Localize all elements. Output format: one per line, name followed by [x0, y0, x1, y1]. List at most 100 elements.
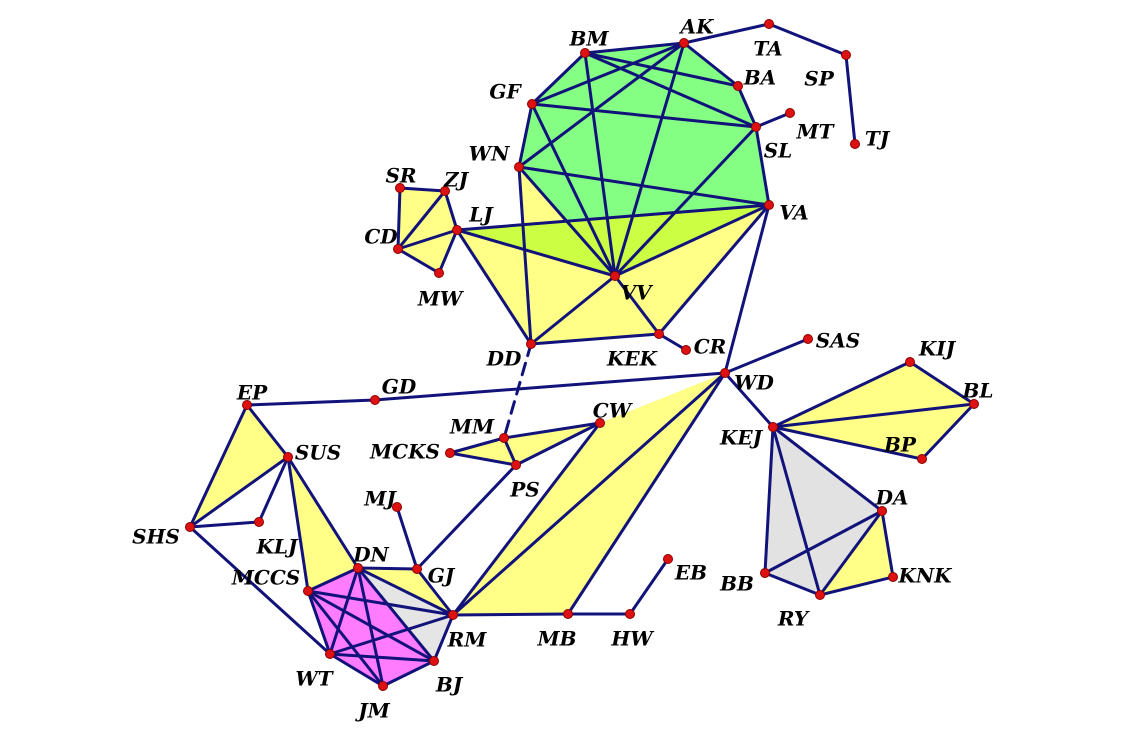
- edge-rm-bj: [432, 613, 455, 663]
- node-sus: [283, 452, 293, 462]
- edge-gf-vv: [530, 102, 617, 278]
- edge-cd-mw: [396, 247, 441, 275]
- node-cd: [393, 244, 403, 254]
- edge-ep-sus: [245, 403, 290, 459]
- node-jm: [378, 681, 388, 691]
- edge-va-wd: [723, 203, 771, 375]
- node-cr: [681, 345, 691, 355]
- node-label-sr: SR: [385, 164, 416, 188]
- edge-shs-klj: [188, 520, 261, 529]
- edge-dn-gj: [356, 566, 419, 571]
- node-label-bj: BJ: [435, 673, 464, 697]
- edge-wd-mb: [566, 371, 727, 616]
- node-label-kek: KEK: [606, 347, 659, 371]
- node-label-sl: SL: [764, 139, 793, 163]
- face-gray-8: [765, 427, 882, 595]
- edge-kek-dd: [529, 332, 661, 346]
- face-yellow-2: [457, 230, 615, 344]
- edge-lj-vv: [455, 228, 617, 278]
- node-label-bp: BP: [883, 433, 917, 457]
- node-label-da: DA: [875, 486, 909, 510]
- edge-hw-eb: [628, 557, 670, 616]
- node-label-dn: DN: [352, 543, 389, 567]
- edge-gj-rm: [415, 567, 455, 617]
- node-eb: [663, 554, 673, 564]
- node-label-vv: VV: [620, 281, 654, 305]
- edge-mccs-jm: [306, 589, 385, 688]
- node-ry: [815, 590, 825, 600]
- node-label-cw: CW: [593, 399, 634, 423]
- node-label-va: VA: [779, 201, 808, 225]
- node-label-cr: CR: [694, 335, 727, 359]
- node-zj: [440, 186, 450, 196]
- node-klj: [254, 517, 264, 527]
- edge-sl-vv: [613, 125, 758, 278]
- edge-kij-bl: [908, 360, 976, 406]
- face-lime-3: [457, 205, 769, 276]
- edge-sus-mccs: [286, 455, 310, 593]
- node-label-sp: SP: [804, 67, 834, 91]
- node-label-ak: AK: [679, 15, 716, 39]
- edge-cd-lj: [396, 228, 459, 251]
- node-ak: [679, 38, 689, 48]
- node-label-jm: JM: [354, 699, 390, 723]
- node-label-bl: BL: [962, 379, 994, 403]
- node-mw: [434, 268, 444, 278]
- face-yellow-4: [531, 205, 769, 344]
- node-label-dd: DD: [486, 347, 522, 371]
- edge-sl-mt: [754, 111, 792, 129]
- node-label-wt: WT: [295, 667, 334, 691]
- edge-vv-dd: [529, 274, 617, 346]
- edge-ak-ba: [682, 41, 740, 88]
- node-bb: [760, 568, 770, 578]
- node-kek: [654, 329, 664, 339]
- edge-ep-shs: [188, 403, 249, 529]
- node-sr: [395, 183, 405, 193]
- edge-ak-ta: [682, 22, 771, 45]
- edge-gf-sl: [530, 102, 758, 129]
- edge-sr-zj: [398, 186, 447, 193]
- edge-zj-lj: [443, 189, 459, 232]
- node-label-ry: RY: [777, 607, 810, 631]
- node-knk: [888, 572, 898, 582]
- node-gj: [412, 564, 422, 574]
- edge-dd-mm: [502, 342, 533, 440]
- edge-cw-ps: [514, 421, 602, 467]
- edge-sp-tj: [844, 53, 857, 146]
- node-dn: [353, 563, 363, 573]
- nodes-layer: [185, 19, 979, 691]
- node-label-gd: GD: [382, 375, 417, 399]
- face-yellow-15: [288, 457, 358, 591]
- node-label-sas: SAS: [816, 329, 860, 353]
- edge-dn-bj: [356, 566, 436, 663]
- node-label-bb: BB: [719, 572, 754, 596]
- edge-kej-bb: [763, 425, 775, 575]
- node-label-kij: KIJ: [918, 337, 957, 361]
- node-rm: [448, 610, 458, 620]
- node-kij: [905, 357, 915, 367]
- node-label-ba: BA: [743, 66, 776, 90]
- edge-ba-sl: [736, 84, 758, 129]
- node-label-ps: PS: [509, 478, 539, 502]
- edge-mm-cw: [502, 421, 602, 440]
- node-kej: [768, 422, 778, 432]
- edge-dn-rm: [356, 566, 455, 617]
- edge-kej-bl: [771, 402, 976, 429]
- edge-lj-va: [455, 203, 771, 232]
- node-bl: [969, 399, 979, 409]
- node-hw: [625, 609, 635, 619]
- edge-mccs-wt: [306, 589, 332, 656]
- edge-bl-bp: [920, 402, 976, 461]
- node-label-rm: RM: [447, 628, 488, 652]
- edge-wn-dd: [517, 165, 533, 346]
- node-mj: [392, 502, 402, 512]
- node-va: [764, 200, 774, 210]
- node-ba: [733, 81, 743, 91]
- node-label-zj: ZJ: [443, 168, 470, 192]
- edge-sl-va: [754, 125, 771, 207]
- edge-wt-jm: [328, 652, 385, 688]
- edge-bm-gf: [530, 51, 587, 106]
- node-shs: [185, 522, 195, 532]
